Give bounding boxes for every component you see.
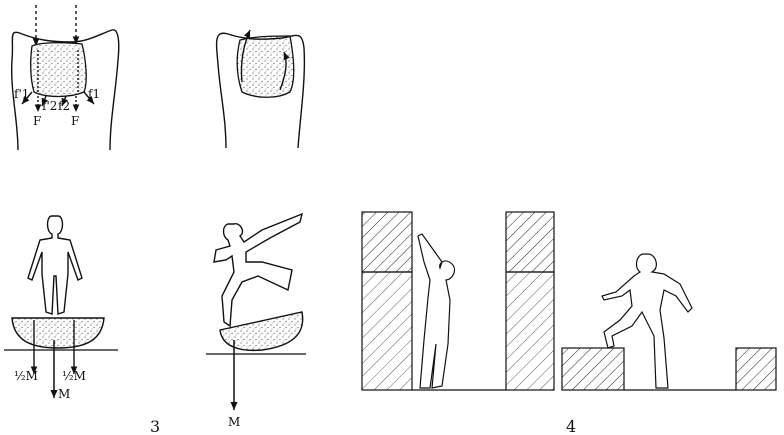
tilted-total-mass-label: M [228,415,240,429]
tooth-rotation-diagram [215,29,306,149]
right-wall-upper [505,211,555,273]
resultant-label-left: F [33,114,41,128]
right-wall-lower [505,271,555,391]
tilted-balance-diagram [206,212,306,410]
left-wall-upper [361,211,413,273]
force-label-f2: f2 [58,99,70,113]
resultant-label-right: F [71,114,79,128]
figure-number-left: 3 [150,417,160,435]
step-left [561,347,625,391]
force-label-f1: f1 [88,87,100,101]
tooth-outline [10,29,120,151]
climbing-figure [417,233,456,389]
stepping-figure [601,253,693,389]
half-mass-right-label: ½M [62,369,86,383]
force-label-f1-prime: f'1 [14,87,29,101]
kicking-figure [213,212,304,328]
figure-number-right: 4 [566,417,576,435]
tooth-force-diagram [10,5,120,151]
tooth-cavity-2 [236,35,295,98]
half-mass-left-label: ½M [14,369,38,383]
left-wall-lower [361,271,413,391]
standing-figure [27,215,83,315]
step-right [735,347,777,391]
standing-balance-diagram [4,215,118,398]
total-mass-label: M [58,387,70,401]
force-label-f2-prime: f'2 [42,99,57,113]
climbing-scene [361,211,777,391]
tilted-hemisphere [219,311,304,352]
balance-hemisphere [11,317,105,349]
